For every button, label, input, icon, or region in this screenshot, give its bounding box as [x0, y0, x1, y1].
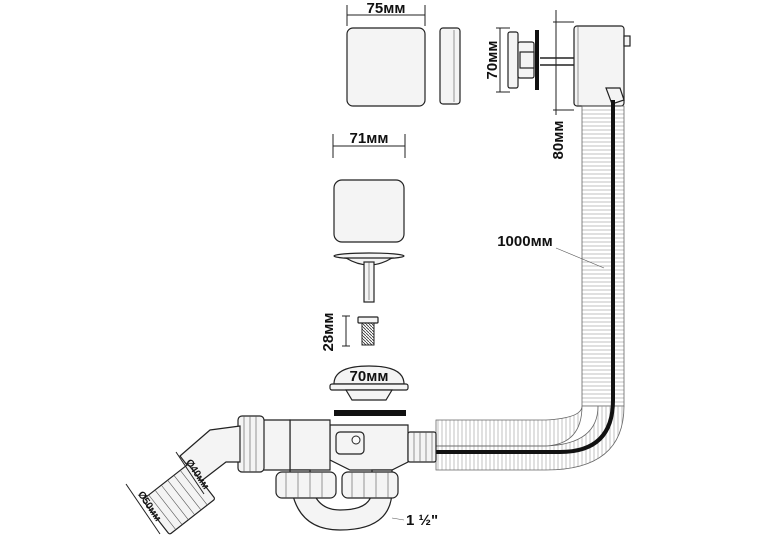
plug-width-label: 71мм: [350, 130, 389, 147]
sealing-gasket: [334, 410, 406, 416]
overflow-depth-label: 80мм: [550, 121, 567, 160]
outlet-thread-label: 1 ½": [406, 512, 438, 529]
plug-stem: [333, 252, 405, 303]
overflow-height-label: 70мм: [484, 41, 501, 80]
overflow-cover-side: [439, 27, 461, 105]
hose-length-label: 1000мм: [497, 233, 553, 250]
plug-cap: [332, 134, 406, 243]
overflow-mechanism: [496, 10, 631, 115]
screw-length-label: 28мм: [320, 313, 337, 352]
overflow-width-label: 75мм: [367, 0, 406, 17]
flange-width-label: 70мм: [350, 368, 389, 385]
overflow-hose: [358, 100, 625, 471]
drain-flange: [329, 365, 409, 401]
screw: [342, 315, 379, 347]
overflow-cover-front: [346, 5, 426, 107]
siphon-body: [125, 415, 437, 535]
